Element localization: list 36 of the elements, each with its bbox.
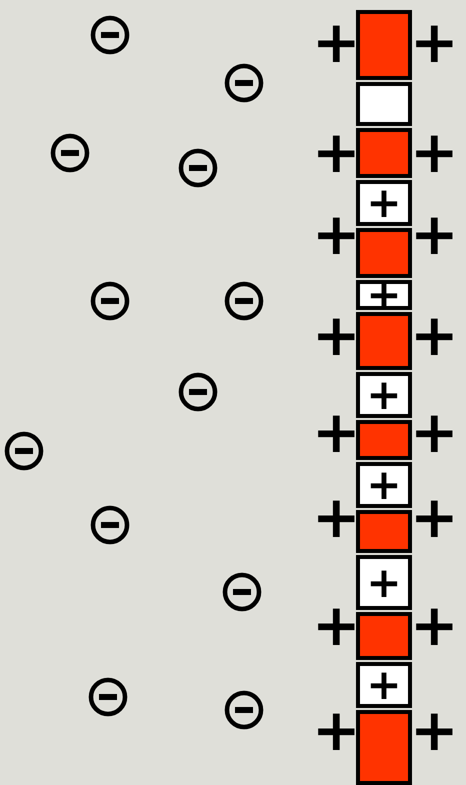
membrane-segment (356, 662, 412, 708)
membrane-segment (356, 312, 412, 370)
plus-sign: + (410, 488, 459, 546)
membrane-segment (356, 510, 412, 553)
membrane-segment (356, 612, 412, 660)
plus-sign: + (410, 596, 459, 654)
plus-sign: + (312, 596, 361, 654)
plus-sign: + (312, 701, 361, 759)
membrane-segment (356, 180, 412, 226)
membrane-segment (356, 280, 412, 310)
membrane-segment (356, 128, 412, 178)
plus-sign: + (366, 464, 402, 506)
membrane-segment (356, 462, 412, 508)
plus-sign: + (312, 488, 361, 546)
plus-sign: + (410, 205, 459, 263)
membrane-segment (356, 372, 412, 418)
membrane-segment (356, 10, 412, 80)
membrane-segment (356, 710, 412, 785)
membrane-segment (356, 82, 412, 126)
plus-sign: + (312, 306, 361, 364)
plus-sign: + (312, 13, 361, 71)
plus-sign: + (366, 664, 402, 706)
plus-sign: + (312, 123, 361, 181)
plus-sign: + (312, 205, 361, 263)
plus-sign: + (410, 306, 459, 364)
plus-sign: + (410, 701, 459, 759)
plus-sign: + (366, 374, 402, 416)
membrane-segment (356, 420, 412, 460)
plus-sign: + (410, 123, 459, 181)
plus-sign: + (312, 403, 361, 461)
membrane-segment (356, 228, 412, 278)
membrane-segment (356, 555, 412, 610)
plus-sign: + (410, 13, 459, 71)
plus-sign: + (366, 562, 402, 604)
plus-sign: + (366, 182, 402, 224)
plus-sign: + (410, 403, 459, 461)
